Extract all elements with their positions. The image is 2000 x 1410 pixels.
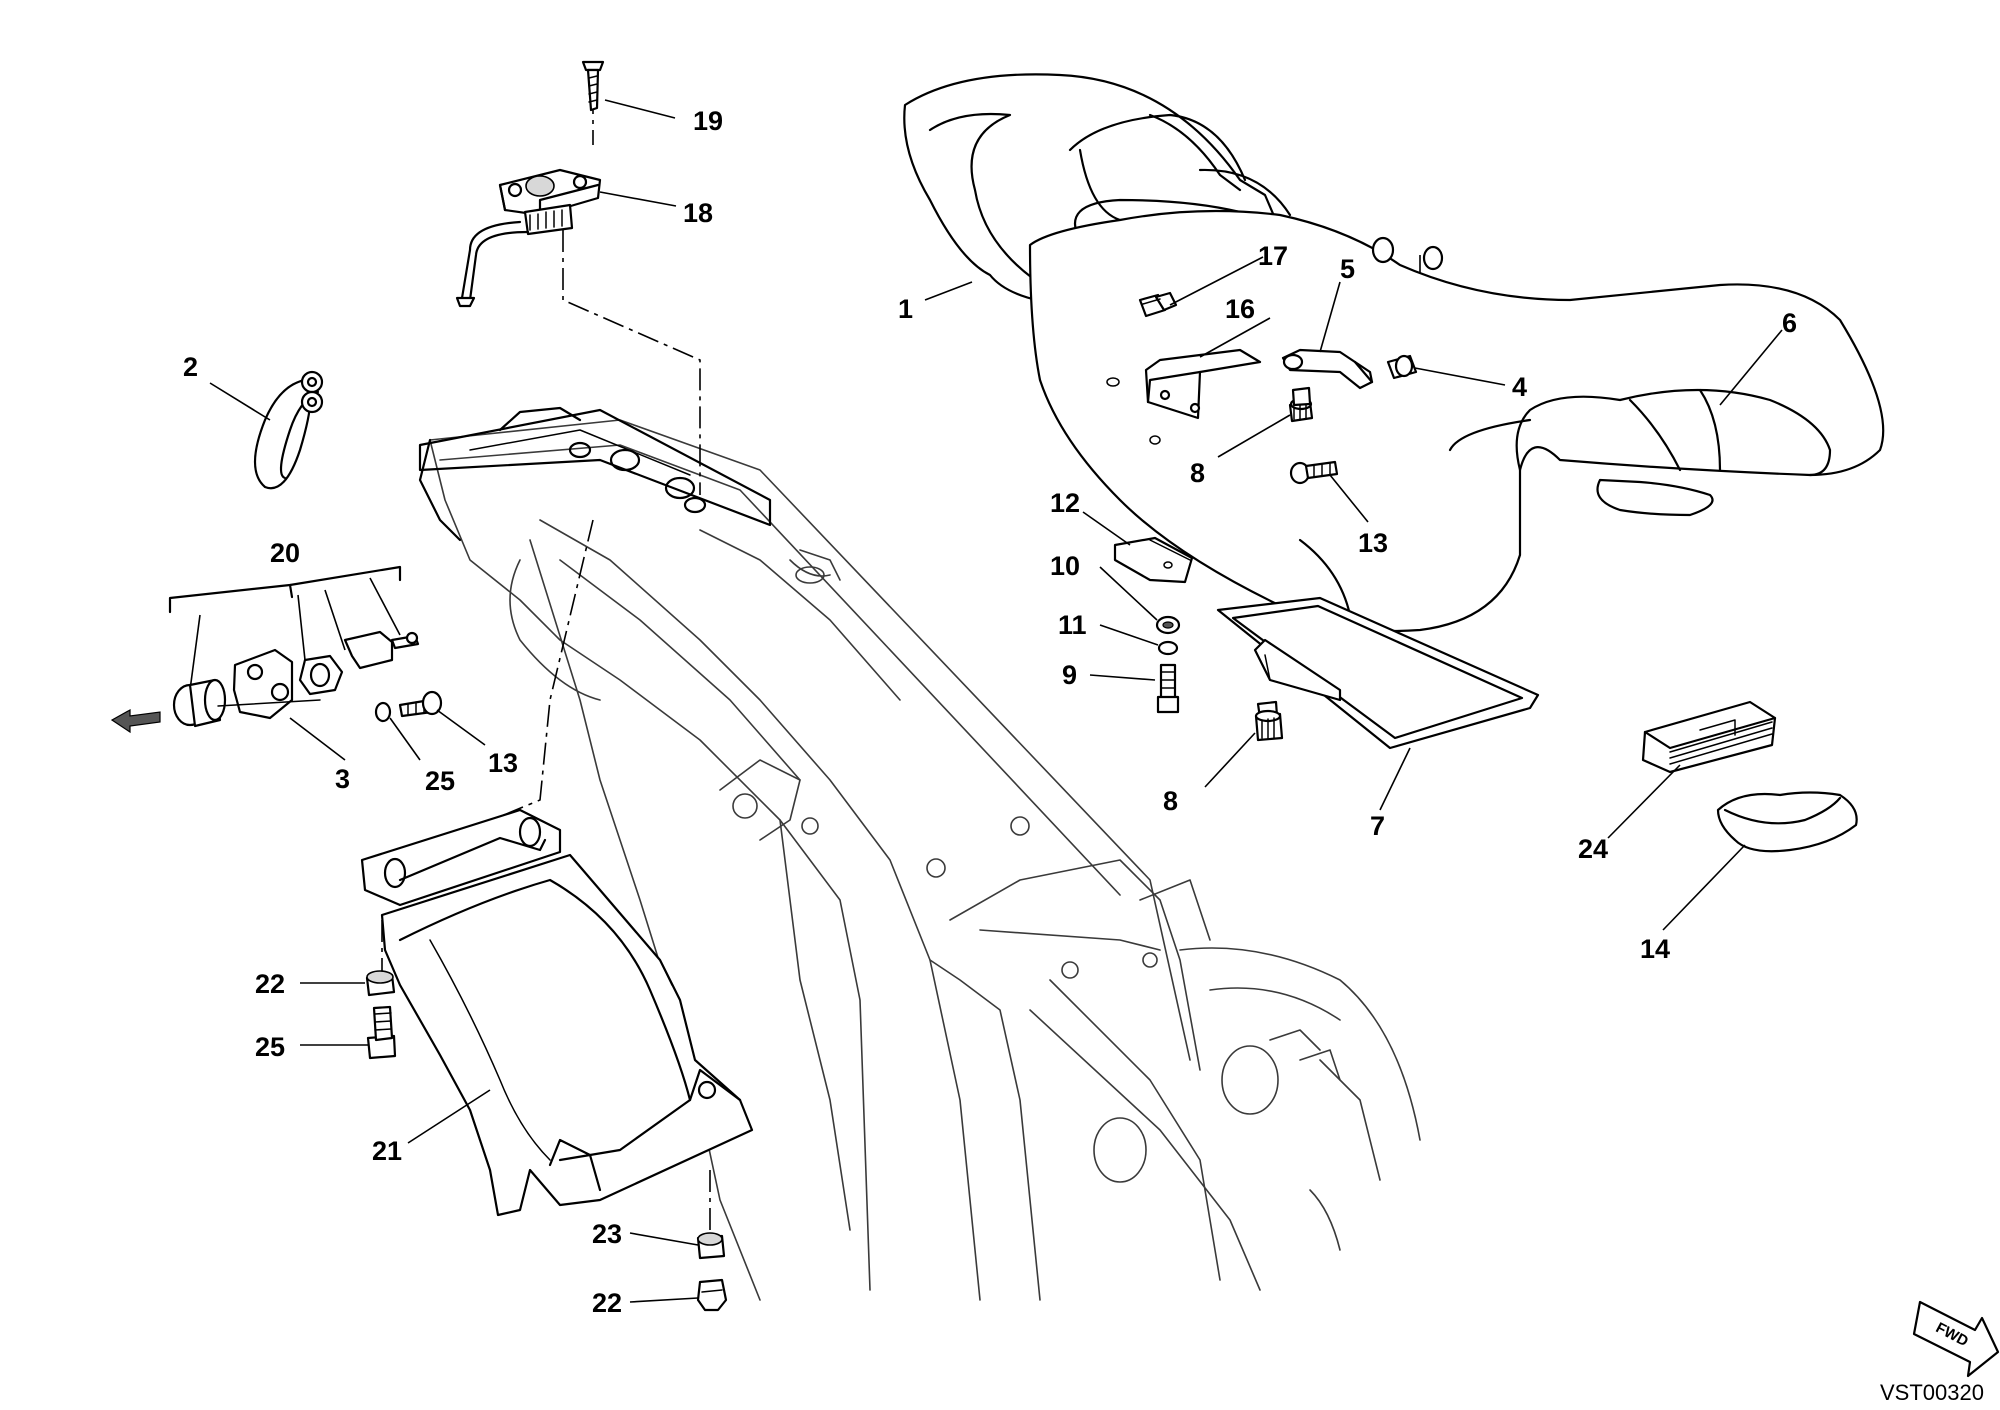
callout-22-lower: 23 [592,1219,622,1249]
part-8-knob-upper [1288,386,1314,423]
part-1-seat-cowl [903,73,1382,307]
callout-11: 11 [1058,610,1087,640]
part-24-washer-13-screw [374,690,443,723]
part-2-cable [254,370,324,490]
callout-5: 5 [1340,254,1355,284]
callout-7: 7 [1370,811,1385,841]
callout-16: 17 [1258,241,1288,271]
part-20-undertray [360,808,754,1217]
callout-25: 25 [255,1032,285,1062]
part-5-bracket [1281,348,1374,390]
part-16-stud [1138,291,1178,318]
callout-3: 3 [335,764,350,794]
part-14-pad [1716,791,1858,853]
callout-8-upper: 8 [1190,458,1205,488]
callout-9: 9 [1062,660,1077,690]
part-6-seat [1028,209,1885,633]
part-7-tray [1216,596,1540,750]
part-11-washer [1157,640,1179,656]
part-18-screw [581,60,605,112]
leader-lines [209,99,1783,1303]
callout-17: 18 [683,198,713,228]
callout-2: 2 [183,352,198,382]
callout-13-left: 13 [488,748,518,778]
callout-labels: 19 18 2 20 3 25 13 22 25 21 23 22 1 17 1… [183,106,1797,1318]
callout-1: 1 [898,294,913,324]
callout-14: 14 [1640,934,1670,964]
callout-24: 25 [425,766,455,796]
part-4-spacer [1386,354,1418,380]
forward-direction-badge: FWD [1912,1300,2000,1378]
part-17-seat-lock [455,168,602,308]
part-13-screw-right [1289,460,1339,485]
part-12-plate [1113,536,1194,584]
callout-22-upper: 22 [255,969,285,999]
callout-23: 24 [1578,834,1608,864]
callout-10: 10 [1050,551,1080,581]
part-9-bolt [1156,663,1180,714]
frame-top-plate [418,406,831,584]
callout-12: 12 [1050,488,1080,518]
callout-19: 20 [270,538,300,568]
callout-20: 21 [372,1136,402,1166]
part-22-21-fasteners-bottom [696,1232,728,1312]
part-22-25-fasteners-left [365,970,397,1060]
rear-subframe [429,419,1421,1301]
part-10-washer [1155,615,1181,635]
part-15-bracket [1144,348,1262,420]
part-23-booklet [1641,700,1777,774]
callout-21: 22 [592,1288,622,1318]
callout-15: 16 [1225,294,1255,324]
callout-4: 4 [1512,372,1527,402]
callout-13-right: 13 [1358,528,1388,558]
reference-code: VST00320 [1880,1380,1984,1405]
part-19-lock-assembly [110,565,420,734]
callout-8-lower: 8 [1163,786,1178,816]
callout-18: 19 [693,106,723,136]
callout-6: 6 [1782,308,1797,338]
part-8-knob-lower [1254,700,1284,742]
